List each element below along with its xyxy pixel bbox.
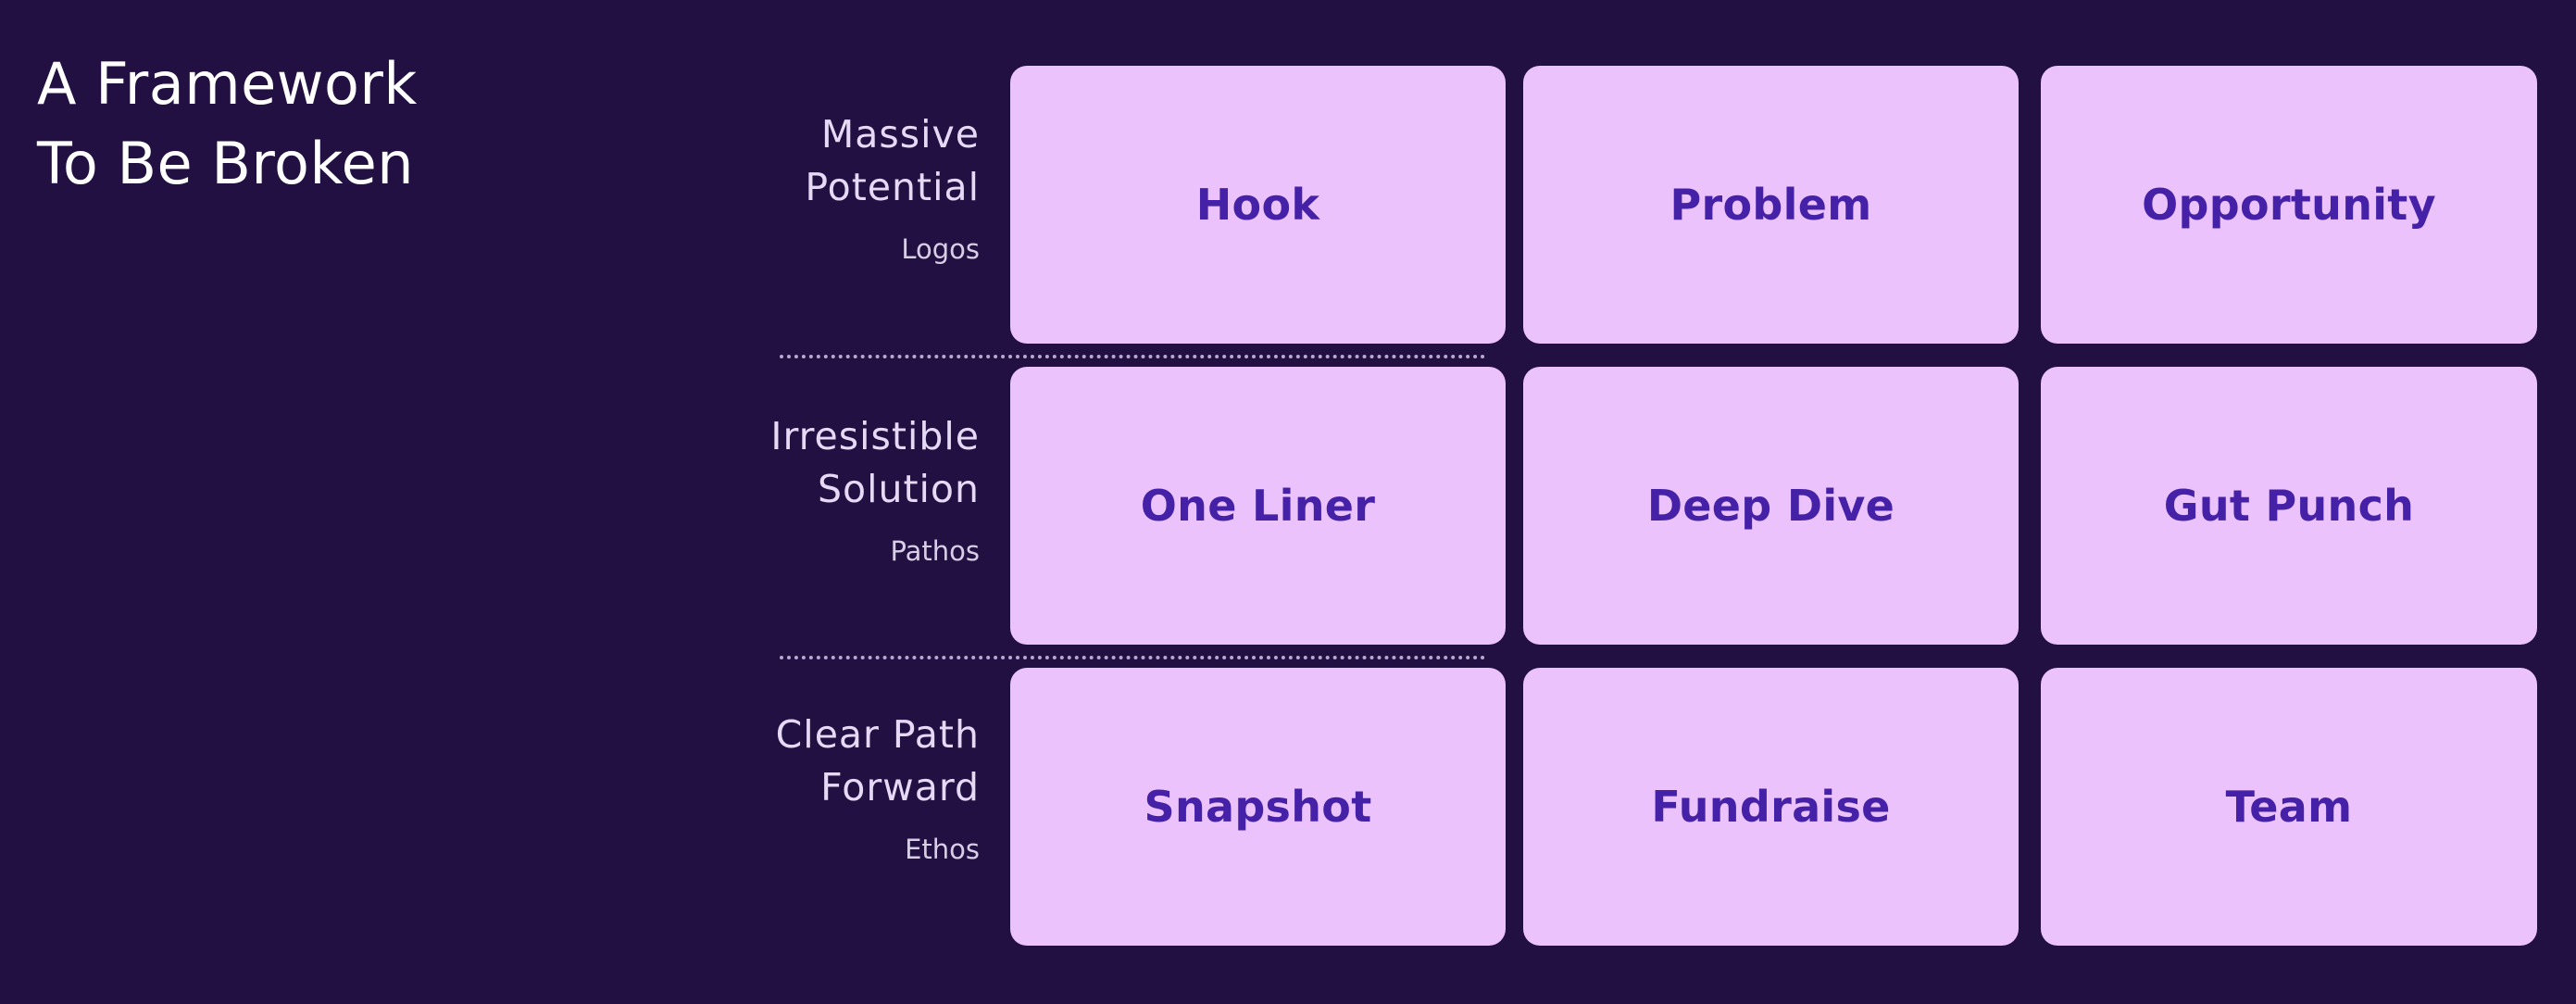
- row-heading-line-1: Massive: [820, 112, 980, 157]
- card-label: Snapshot: [1144, 782, 1372, 832]
- row-label-irresistible-solution: Irresistible Solution Pathos: [591, 410, 980, 570]
- card-one-liner[interactable]: One Liner: [1010, 367, 1506, 645]
- row-sub-label: Logos: [901, 233, 980, 265]
- card-gut-punch[interactable]: Gut Punch: [2041, 367, 2537, 645]
- row-divider: [780, 656, 1485, 659]
- card-fundraise[interactable]: Fundraise: [1523, 668, 2019, 946]
- row-heading-line-1: Irresistible: [770, 414, 980, 458]
- card-label: Fundraise: [1651, 782, 1891, 832]
- card-label: Gut Punch: [2163, 481, 2415, 531]
- card-team[interactable]: Team: [2041, 668, 2537, 946]
- card-label: Team: [2225, 782, 2353, 832]
- row-sub-label: Pathos: [890, 535, 980, 567]
- slide-title-line-1: A Framework: [37, 50, 418, 118]
- card-label: Problem: [1669, 180, 1872, 230]
- row-heading-line-2: Forward: [820, 765, 980, 809]
- row-divider: [780, 355, 1485, 358]
- card-snapshot[interactable]: Snapshot: [1010, 668, 1506, 946]
- card-label: One Liner: [1140, 481, 1376, 531]
- card-deep-dive[interactable]: Deep Dive: [1523, 367, 2019, 645]
- row-heading-line-1: Clear Path: [775, 712, 980, 757]
- card-label: Hook: [1195, 180, 1320, 230]
- row-heading: Clear Path Forward: [591, 709, 980, 814]
- slide-title-line-2: To Be Broken: [37, 130, 415, 197]
- card-label: Deep Dive: [1646, 481, 1895, 531]
- card-label: Opportunity: [2142, 180, 2436, 230]
- card-problem[interactable]: Problem: [1523, 66, 2019, 344]
- row-heading-line-2: Solution: [817, 467, 980, 511]
- row-heading: Massive Potential: [591, 108, 980, 214]
- row-sub-label: Ethos: [905, 834, 980, 865]
- row-heading-line-2: Potential: [805, 165, 980, 209]
- slide-title: A Framework To Be Broken: [37, 44, 519, 204]
- row-heading: Irresistible Solution: [591, 410, 980, 516]
- row-label-clear-path-forward: Clear Path Forward Ethos: [591, 709, 980, 868]
- card-hook[interactable]: Hook: [1010, 66, 1506, 344]
- card-opportunity[interactable]: Opportunity: [2041, 66, 2537, 344]
- row-label-massive-potential: Massive Potential Logos: [591, 108, 980, 268]
